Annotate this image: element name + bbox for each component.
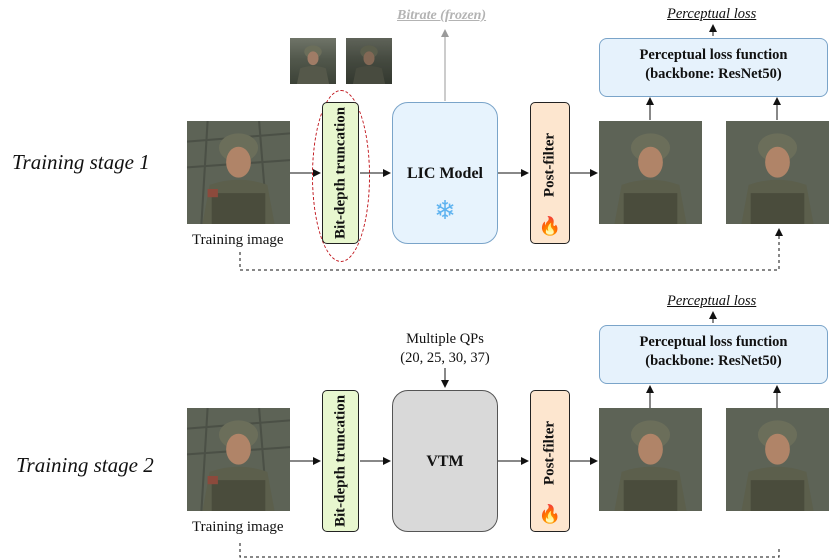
- stage1-truncated-sample-1: [290, 38, 336, 84]
- stage1-truncation-highlight: [312, 90, 370, 262]
- soldier-figure: [187, 121, 290, 224]
- stage1-loss-fn-title: Perceptual loss function: [639, 47, 788, 63]
- stage1-training-image: [187, 121, 290, 224]
- stage1-input-caption: Training image: [192, 232, 284, 248]
- stage1-reference-image: [726, 121, 829, 224]
- stage2-loss-label: Perceptual loss: [667, 293, 757, 309]
- stage1-truncation-block: Bit-depth truncation: [322, 102, 359, 244]
- snowflake-icon: ❄: [434, 196, 456, 225]
- stage2-loss-fn-title: Perceptual loss function: [639, 334, 788, 350]
- stage2-vtm-codec: VTM: [392, 390, 498, 532]
- stage1-postfilter-label: Post-filter: [541, 132, 558, 197]
- fire-icon: 🔥: [538, 216, 562, 236]
- stage2-qp-values: (20, 25, 30, 37): [400, 350, 490, 366]
- stage2-training-image: [187, 408, 290, 511]
- stage2-label: Training stage 2: [16, 453, 154, 477]
- stage2-connectors: [239, 311, 781, 558]
- stage2-postfilter-label: Post-filter: [541, 420, 558, 485]
- stage1-lic-model: LIC Model ❄: [392, 102, 498, 244]
- stage2-codec-label: VTM: [426, 453, 464, 470]
- stage1-loss-label: Perceptual loss: [667, 6, 757, 22]
- stage1-postfilter-block: Post-filter 🔥: [530, 102, 570, 244]
- stage1-loss-fn-backbone: (backbone: ResNet50): [645, 66, 782, 82]
- stage2-qp-title: Multiple QPs: [406, 331, 484, 347]
- stage2-postfilter-block: Post-filter 🔥: [530, 390, 570, 532]
- stage2-perceptual-loss-function: Perceptual loss function (backbone: ResN…: [599, 325, 828, 384]
- stage2-input-caption: Training image: [192, 519, 284, 535]
- stage1-truncation-label: Bit-depth truncation: [332, 106, 348, 240]
- fire-icon: 🔥: [538, 504, 562, 524]
- stage2-output-image: [599, 408, 702, 511]
- stage1-truncated-sample-2: [346, 38, 392, 84]
- stage2-truncation-label: Bit-depth truncation: [332, 394, 348, 528]
- stage1-label: Training stage 1: [12, 150, 150, 174]
- stage1-codec-label: LIC Model: [407, 165, 483, 182]
- stage2-qp-note: Multiple QPs (20, 25, 30, 37): [385, 330, 505, 368]
- stage2-reference-image: [726, 408, 829, 511]
- stage1-bitrate-label: Bitrate (frozen): [397, 8, 487, 23]
- stage1-output-image: [599, 121, 702, 224]
- stage1-perceptual-loss-function: Perceptual loss function (backbone: ResN…: [599, 38, 828, 97]
- stage2-loss-fn-backbone: (backbone: ResNet50): [645, 353, 782, 369]
- stage2-truncation-block: Bit-depth truncation: [322, 390, 359, 532]
